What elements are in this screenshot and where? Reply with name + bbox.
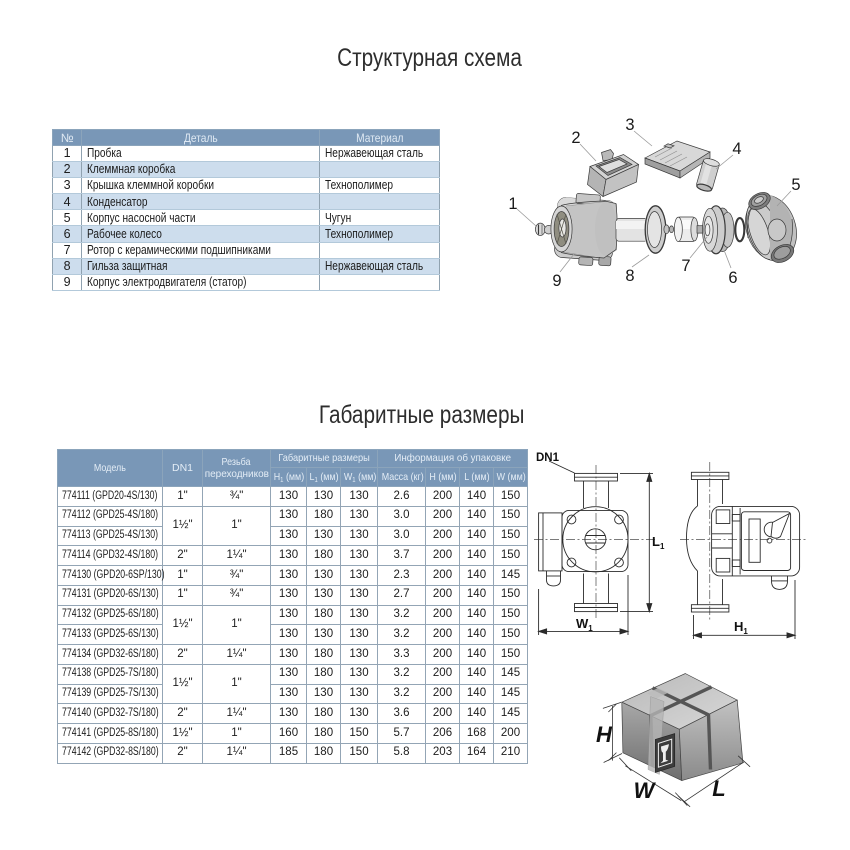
svg-text:1: 1 [508, 195, 517, 213]
svg-text:DN1: DN1 [536, 452, 560, 464]
svg-text:W1: W1 [576, 616, 593, 633]
svg-text:2: 2 [571, 129, 580, 147]
svg-text:8: 8 [625, 267, 634, 285]
svg-text:L1: L1 [652, 534, 665, 551]
svg-text:7: 7 [681, 257, 690, 275]
svg-text:6: 6 [728, 269, 737, 287]
svg-text:H: H [596, 722, 613, 747]
svg-text:H1: H1 [734, 619, 748, 636]
svg-text:4: 4 [732, 140, 741, 158]
svg-text:5: 5 [791, 176, 800, 194]
svg-text:3: 3 [625, 116, 634, 134]
svg-text:9: 9 [552, 272, 561, 290]
svg-text:W: W [634, 778, 657, 803]
svg-text:L: L [712, 776, 725, 801]
